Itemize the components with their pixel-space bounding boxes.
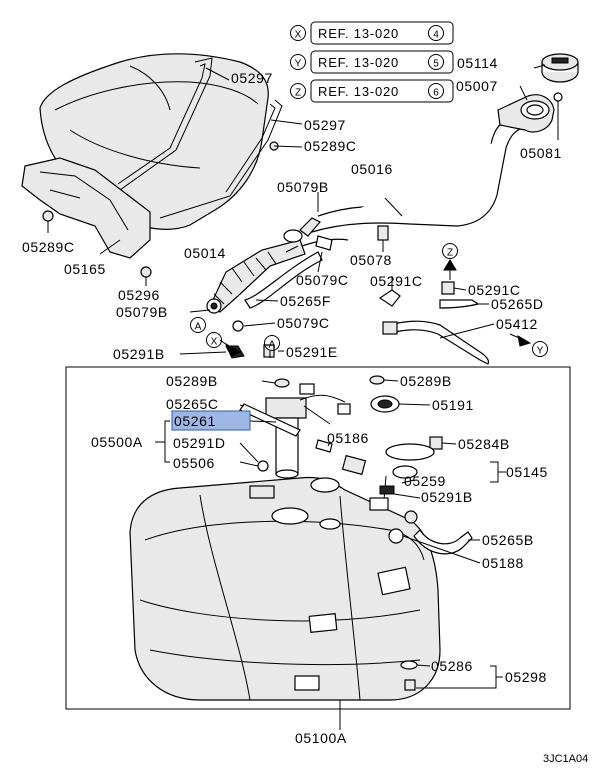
label-05291d[interactable]: 05291D [173,435,226,451]
diagram-code: 3JC1A04 [543,753,588,765]
label-05014[interactable]: 05014 [184,245,226,261]
label-05291b-a[interactable]: 05291B [113,346,165,362]
label-05007[interactable]: 05007 [456,78,498,94]
label-05016[interactable]: 05016 [351,161,393,177]
label-05100a[interactable]: 05100A [295,730,347,746]
label-05291c-a[interactable]: 05291C [370,273,423,289]
label-05289c-a[interactable]: 05289C [304,138,357,154]
label-05079c-a[interactable]: 05079C [296,272,349,288]
label-05289b-a[interactable]: 05289B [166,373,218,389]
upper-tank-drawing [21,53,283,259]
label-05265c[interactable]: 05265C [166,396,219,412]
label-05297-b[interactable]: 05297 [304,117,346,133]
label-05079c-b[interactable]: 05079C [277,315,330,331]
marker-a-upper[interactable]: A [190,317,206,333]
label-05500a[interactable]: 05500A [91,434,143,450]
leader-lines [47,64,559,730]
label-05259[interactable]: 05259 [404,473,446,489]
marker-y[interactable]: Y [532,341,548,357]
svg-text:Y: Y [537,346,544,357]
ref-box-x[interactable]: X REF. 13-020 4 [290,21,454,45]
ref-num-z: 6 [433,88,439,99]
lower-tank-drawing [129,476,441,701]
label-05078[interactable]: 05078 [350,252,392,268]
label-05191[interactable]: 05191 [432,397,474,413]
label-05506[interactable]: 05506 [173,455,215,471]
label-05081[interactable]: 05081 [520,145,562,161]
label-05188[interactable]: 05188 [482,555,524,571]
svg-text:X: X [211,337,218,348]
label-05412[interactable]: 05412 [496,316,538,332]
label-05289c-b[interactable]: 05289C [22,239,75,255]
ref-box-z[interactable]: Z REF. 13-020 6 [290,79,454,103]
svg-text:Z: Z [447,248,453,259]
marker-a-lower[interactable]: A [264,335,280,351]
label-05291e[interactable]: 05291E [286,344,338,360]
pump-module-drawing [239,375,473,691]
label-05297-a[interactable]: 05297 [231,70,273,86]
label-05289b-b[interactable]: 05289B [400,373,452,389]
filler-neck-drawing [140,53,579,365]
label-05186[interactable]: 05186 [327,430,369,446]
ref-text-x: REF. 13-020 [318,26,399,41]
ref-marker-x: X [295,30,302,41]
ref-num-x: 4 [433,30,439,41]
label-05165[interactable]: 05165 [64,261,106,277]
ref-box-y[interactable]: Y REF. 13-020 5 [290,50,454,74]
label-05291c-b[interactable]: 05291C [468,282,521,298]
ref-text-y: REF. 13-020 [318,55,399,70]
label-05265f[interactable]: 05265F [280,293,331,309]
label-05261[interactable]: 05261 [174,413,216,429]
label-05291b-b[interactable]: 05291B [421,489,473,505]
label-05286[interactable]: 05286 [431,658,473,674]
marker-x[interactable]: X [206,332,222,348]
label-05079b-b[interactable]: 05079B [116,304,168,320]
label-05284b[interactable]: 05284B [458,436,510,452]
label-05265b[interactable]: 05265B [482,532,534,548]
label-05296[interactable]: 05296 [118,287,160,303]
highlight-box [171,410,251,431]
ref-marker-z: Z [295,88,301,99]
svg-text:A: A [269,340,276,351]
ref-num-y: 5 [433,59,439,70]
part-labels: 05297 05297 05289C 05016 05079B 05114 05… [22,55,588,765]
label-05079b-a[interactable]: 05079B [277,179,329,195]
assembly-frame [65,366,571,710]
ref-marker-y: Y [295,59,302,70]
label-05265d[interactable]: 05265D [491,296,544,312]
label-05298[interactable]: 05298 [505,669,547,685]
svg-text:A: A [195,322,202,333]
marker-z[interactable]: Z [442,243,458,259]
label-05145[interactable]: 05145 [506,464,548,480]
label-05114[interactable]: 05114 [457,55,498,71]
ref-text-z: REF. 13-020 [318,84,399,99]
